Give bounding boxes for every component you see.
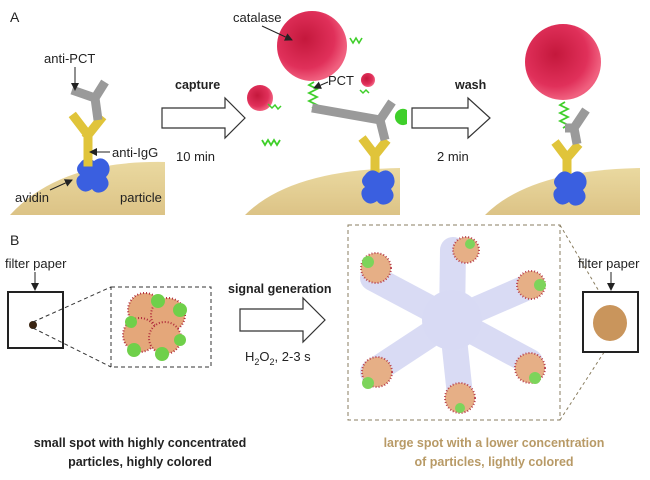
capture-arrow-icon [161,96,246,140]
free-pct-icon [349,36,363,45]
label-avidin: avidin [15,190,49,205]
avidin-shape [76,158,110,193]
washed-state [485,24,640,215]
capture-step: capture 10 min [161,78,246,164]
free-catalase [247,85,273,111]
label-anti-igg: anti-IgG [112,145,158,160]
anti-pct-antibody [70,79,109,121]
signal-arrow-icon [239,296,326,344]
zoom-line [32,286,112,323]
wash-step: wash 2 min [394,78,491,164]
label-anti-pct: anti-PCT [44,51,95,66]
anti-pct-antibody [311,99,396,142]
filter-paper-left [7,291,64,349]
signal-condition: H2O2, 2-3 s [245,349,311,367]
initial-state: anti-PCT anti-IgG avidin particle [10,51,165,215]
zoom-line [32,327,112,368]
avidin-shape [361,170,395,205]
free-pct-icon [359,88,370,95]
zoom-line [559,224,611,311]
particle-cluster [122,292,187,361]
free-pct-icon [267,103,282,111]
captured-state: catalase PCT [233,10,400,215]
label-catalase: catalase [233,10,281,25]
label-pct: PCT [328,73,354,88]
avidin-pointer [49,179,73,191]
avidin-shape [553,171,587,206]
small-spot [29,321,37,329]
caption-right-line2: of particles, lightly colored [414,455,573,469]
signal-generation-label: signal generation [228,282,332,296]
filter-paper-label-left: filter paper [5,256,67,271]
wash-label: wash [454,78,486,92]
capture-time: 10 min [176,149,215,164]
catalase-enzyme [525,24,601,100]
catalase-pointer [261,25,293,41]
label-particle: particle [120,190,162,205]
wash-time: 2 min [437,149,469,164]
particle-surface [245,168,400,215]
after-signal: filter paper [347,224,640,421]
caption-right-line1: large spot with a lower concentration [384,436,605,450]
pct-pointer [313,81,329,89]
washed-fragment-icon [394,108,407,126]
caption-left-line1: small spot with highly concentrated [34,436,247,450]
zoom-line [559,339,613,421]
panel-b-label: B [10,232,19,248]
anti-pct-antibody [565,107,590,145]
anti-igg-antibody [68,111,107,167]
wash-arrow-icon [411,96,491,140]
filter-paper-label-right: filter paper [578,256,640,271]
catalase-enzyme [277,11,347,81]
caption-left-line2: particles, highly colored [68,455,212,469]
signal-step: signal generation H2O2, 2-3 s [228,282,332,367]
free-pct-icon [261,138,281,147]
large-spot [593,305,627,341]
before-signal: filter paper [5,256,212,368]
panel-a-label: A [10,9,20,25]
free-catalase [361,73,375,87]
dispersed-particles [360,236,546,414]
captions: small spot with highly concentrated part… [34,436,605,469]
capture-label: capture [175,78,220,92]
